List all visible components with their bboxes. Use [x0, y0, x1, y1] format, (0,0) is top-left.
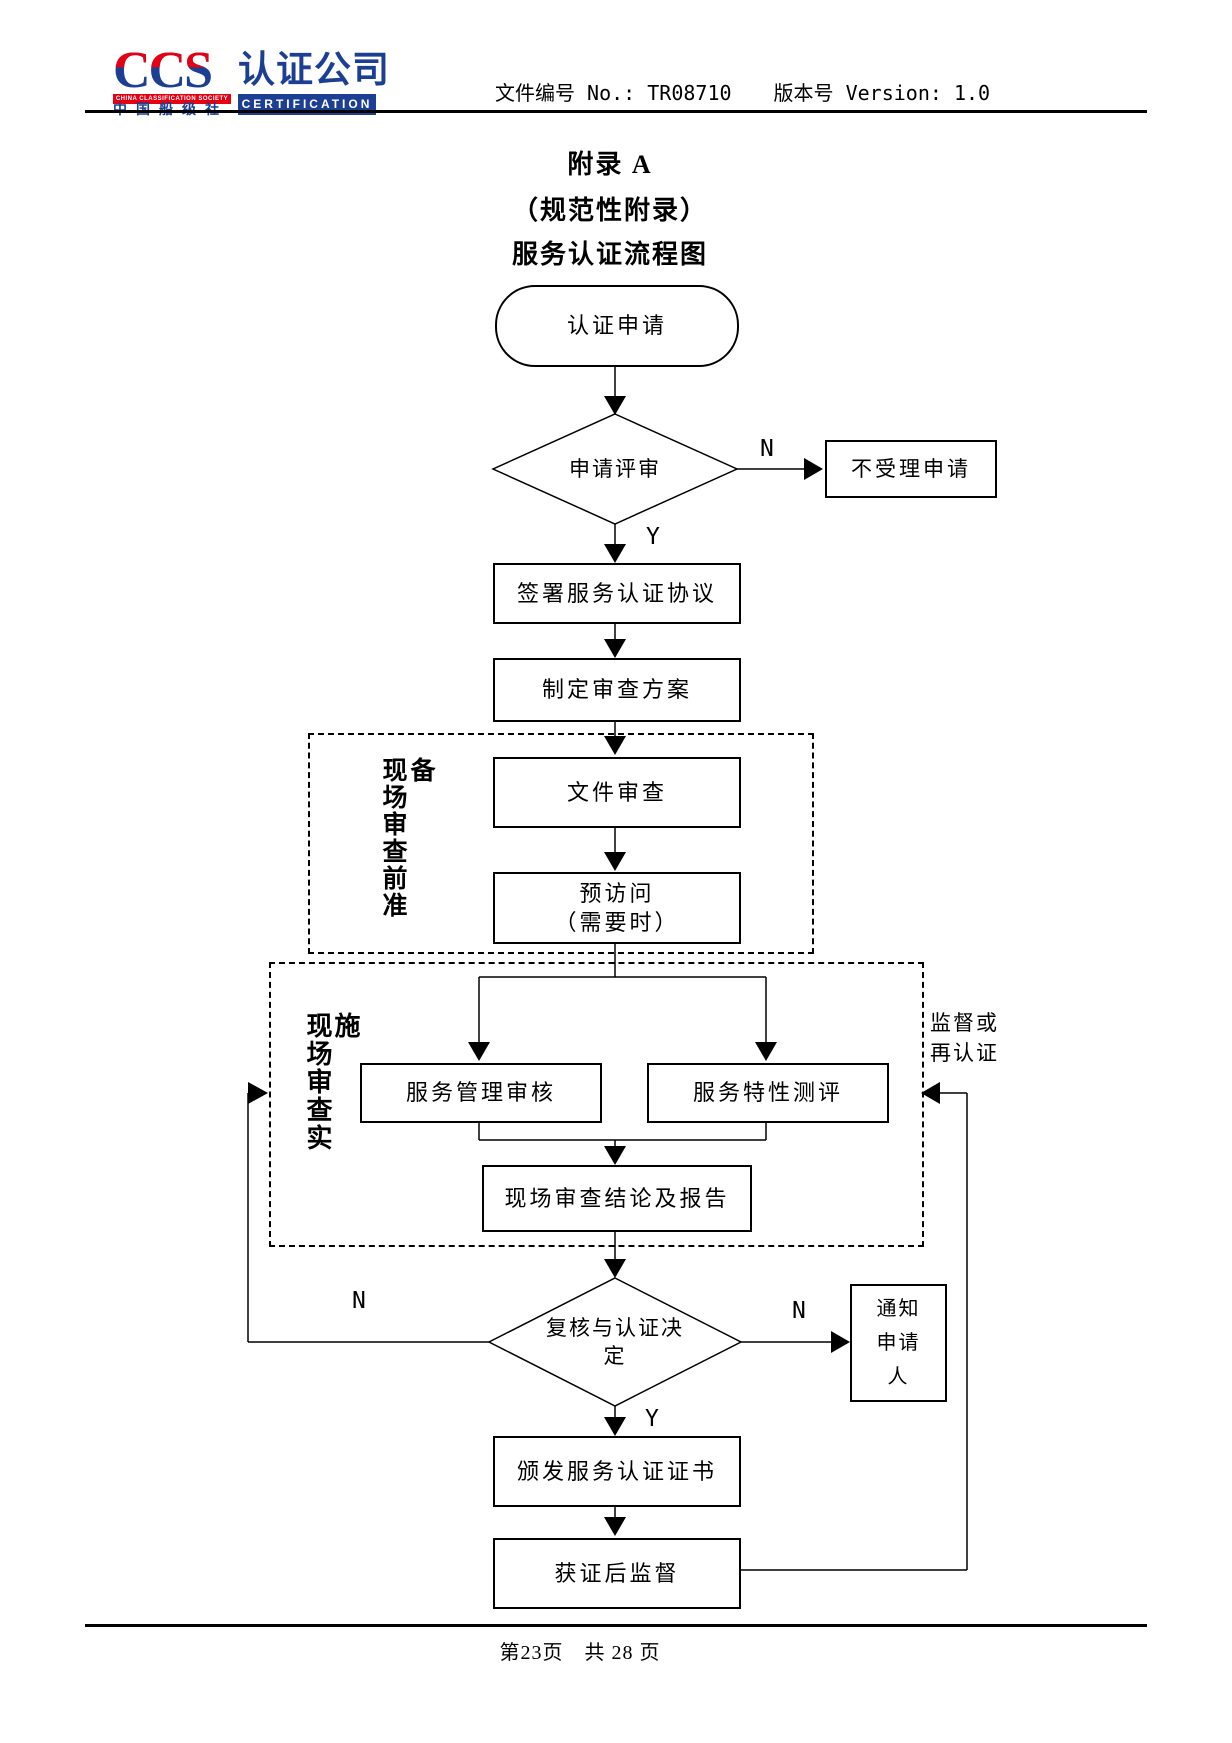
start-terminator: 认证申请 — [495, 285, 739, 367]
notify-line1: 通知 — [876, 1298, 921, 1320]
feature-eval-box: 服务特性测评 — [647, 1063, 889, 1123]
sign-agreement-box: 签署服务认证协议 — [493, 563, 741, 624]
supervision-loop-label: 监督或 再认证 — [930, 1008, 999, 1068]
appendix-subtitle: （规范性附录） — [511, 196, 708, 225]
decision-application-review-label: 申请评审 — [569, 457, 661, 481]
footer-rule — [85, 1624, 1147, 1627]
pre-audit-group-label: 现场审查前准备 — [379, 757, 434, 919]
onsite-group-label: 现场审查实施 — [303, 1012, 360, 1152]
notify-line2: 申请 — [876, 1332, 921, 1354]
decision-certification-line1: 复核与认证决 — [546, 1316, 684, 1340]
decision-certification-line2: 定 — [603, 1344, 627, 1368]
doc-review-box: 文件审查 — [493, 757, 741, 828]
reject-box: 不受理申请 — [825, 440, 997, 498]
header-rule — [85, 110, 1147, 113]
decision-certification-label: 复核与认证决 定 — [493, 1298, 737, 1386]
ccs-logo-red-accent: CCS — [113, 42, 212, 99]
supervision-line2: 再认证 — [930, 1041, 999, 1065]
appendix-title: 附录 A — [567, 150, 653, 179]
conclusion-box: 现场审查结论及报告 — [482, 1165, 752, 1232]
ccs-logo: CCS CCS — [113, 42, 233, 99]
document-meta: 文件编号 No.: TR08710 版本号 Version: 1.0 — [495, 80, 990, 106]
ccs-logo-text: CCS — [113, 42, 213, 99]
previsit-line2: （需要时） — [554, 910, 680, 935]
yes-label-certification: Y — [645, 1406, 659, 1432]
supervision-line1: 监督或 — [930, 1011, 999, 1035]
yes-label-review: Y — [646, 524, 660, 550]
no-label-certification-right: N — [792, 1298, 806, 1324]
previsit-box: 预访问 （需要时） — [493, 872, 741, 944]
company-name: 认证公司 — [238, 50, 390, 91]
make-plan-box: 制定审查方案 — [493, 658, 741, 722]
society-banner: CHINA CLASSIFICATION SOCIETY — [113, 94, 231, 104]
post-supervision-box: 获证后监督 — [493, 1538, 741, 1609]
certification-banner: CERTIFICATION — [238, 94, 376, 115]
notify-applicant-box: 通知 申请 人 — [850, 1284, 947, 1402]
previsit-line1: 预访问 — [579, 881, 655, 906]
mgmt-audit-box: 服务管理审核 — [360, 1063, 602, 1123]
flowchart-title: 服务认证流程图 — [511, 240, 708, 269]
version-number: 版本号 Version: 1.0 — [773, 81, 991, 105]
doc-number: 文件编号 No.: TR08710 — [495, 81, 732, 105]
no-label-certification-left: N — [352, 1288, 366, 1314]
notify-line3: 人 — [887, 1366, 910, 1388]
issue-certificate-box: 颁发服务认证证书 — [493, 1436, 741, 1507]
no-label-review: N — [760, 436, 774, 462]
page-number: 第23页 共 28 页 — [499, 1642, 661, 1664]
